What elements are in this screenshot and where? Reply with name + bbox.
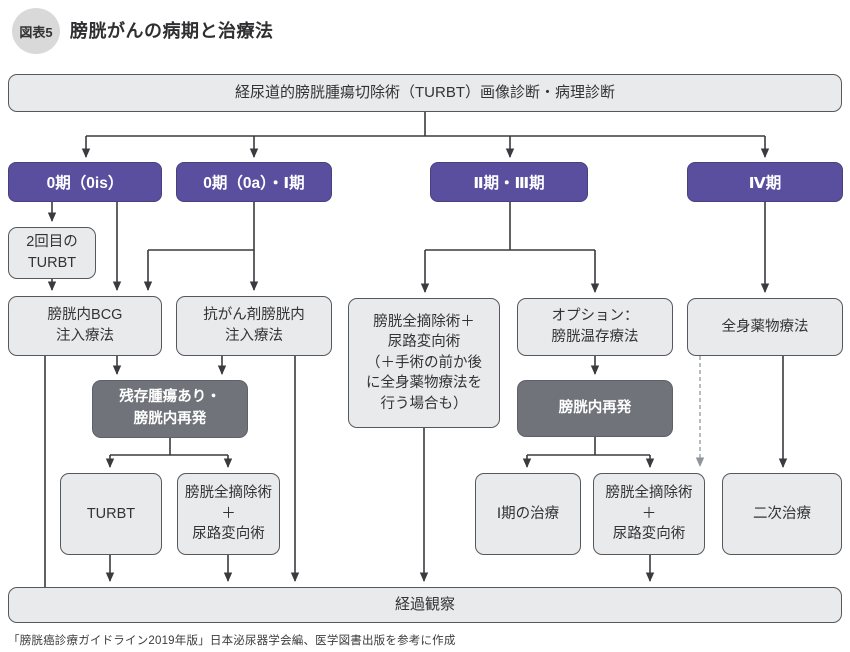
node-stage-4: Ⅳ期 <box>687 162 843 202</box>
node-systemic-therapy: 全身薬物療法 <box>687 298 843 356</box>
node-bcg-therapy: 膀胱内BCG 注入療法 <box>8 296 162 356</box>
node-cystectomy-left: 膀胱全摘除術 ＋ 尿路変向術 <box>177 473 280 555</box>
node-stage-0a-1: 0期（0a）・Ⅰ期 <box>176 162 332 202</box>
figure-number-badge: 図表5 <box>12 8 60 54</box>
node-chemo-intravesical: 抗がん剤膀胱内 注入療法 <box>176 296 332 356</box>
node-stage1-treatment: Ⅰ期の治療 <box>475 473 581 555</box>
node-turbt: TURBT <box>60 473 162 555</box>
node-cystectomy-right: 膀胱全摘除術 ＋ 尿路変向術 <box>593 473 705 555</box>
node-option-preservation: オプション： 膀胱温存療法 <box>517 298 673 356</box>
source-note: 「膀胱癌診療ガイドライン2019年版」日本泌尿器学会編、医学図書出版を参考に作成 <box>8 635 456 647</box>
node-second-turbt: 2回目の TURBT <box>8 227 96 279</box>
node-stage-2-3: Ⅱ期・Ⅲ期 <box>430 162 588 202</box>
node-turbt-diagnosis: 経尿道的膀胱腫瘍切除術（TURBT）画像診断・病理診断 <box>8 74 842 112</box>
figure-title: 膀胱がんの病期と治療法 <box>70 21 274 41</box>
node-residual-recurrence: 残存腫瘍あり・ 膀胱内再発 <box>92 380 248 438</box>
node-second-line-treatment: 二次治療 <box>722 473 842 555</box>
node-cystectomy-main: 膀胱全摘除術＋ 尿路変向術 （＋手術の前か後 に全身薬物療法を 行う場合も） <box>348 298 500 428</box>
node-intravesical-recurrence: 膀胱内再発 <box>517 380 673 437</box>
node-stage-0is: 0期（0is） <box>8 162 162 202</box>
node-follow-up: 経過観察 <box>8 587 842 623</box>
